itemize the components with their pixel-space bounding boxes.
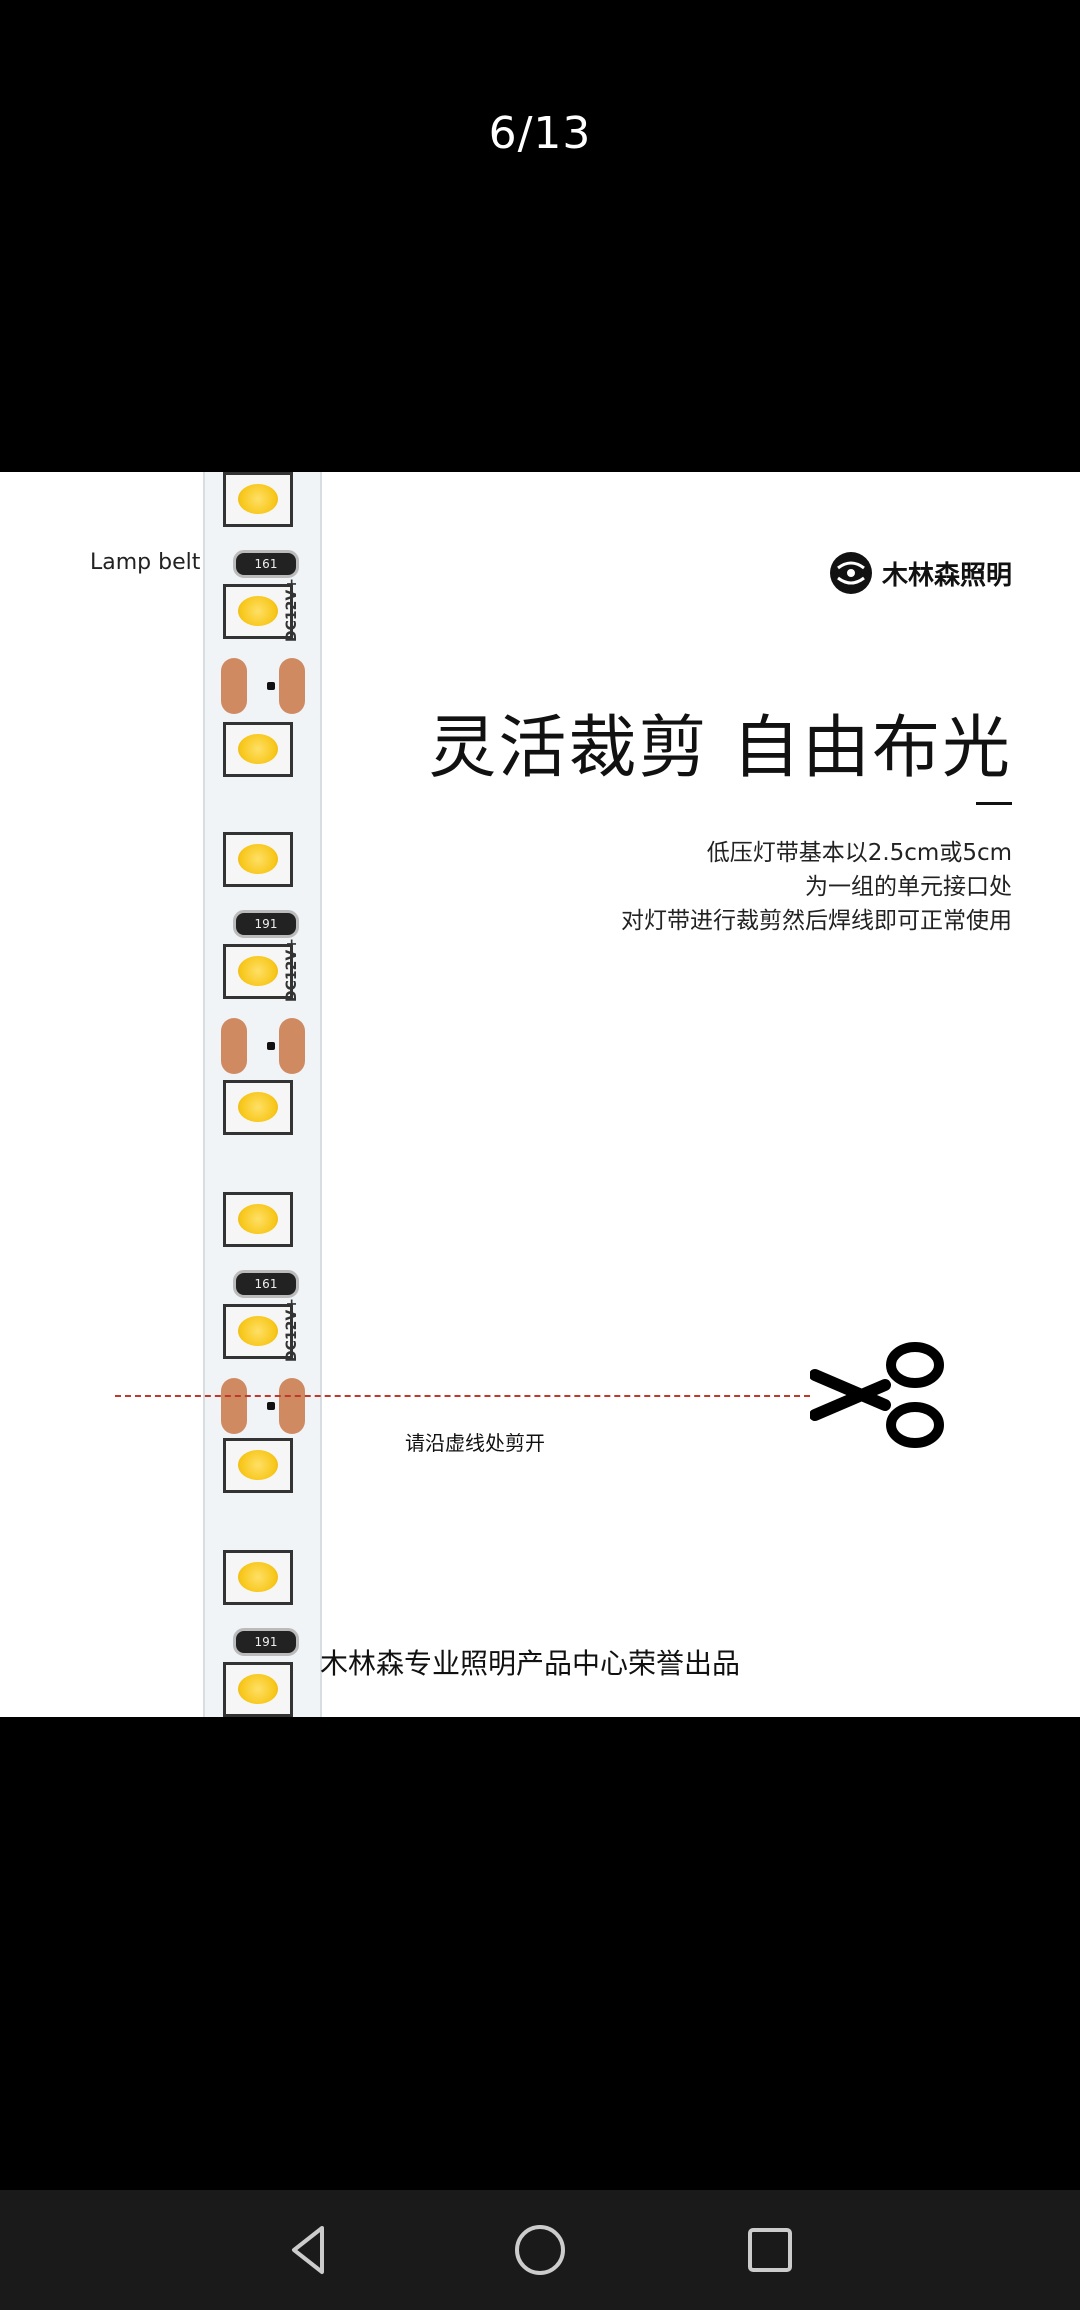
cut-hint: 请沿虚线处剪开 [405,1431,545,1455]
brand: 木林森照明 [828,550,1012,596]
solder-pad [279,1378,305,1434]
led-chip [223,1304,293,1359]
resistor: 191 [233,1628,299,1656]
solder-pad [279,1018,305,1074]
cut-line [115,1395,810,1397]
led-chip [223,1192,293,1247]
led-strip: 161 DC12V+ 191 DC12V+ 161 DC12V+ 191 [203,472,322,1717]
image-counter: 6/13 [488,108,592,159]
footer-text: 木林森专业照明产品中心荣誉出品 [320,1647,741,1680]
led-chip [223,1080,293,1135]
brand-logo-icon [829,552,872,594]
solder-pad [221,1378,247,1434]
led-chip [223,1550,293,1605]
description-line: 低压灯带基本以2.5cm或5cm [706,840,1012,866]
home-icon[interactable] [510,2220,570,2280]
voltage-label: DC12V+ [284,578,300,642]
led-chip [223,1662,293,1717]
product-image[interactable]: 161 DC12V+ 191 DC12V+ 161 DC12V+ 191 Lam… [0,472,1080,1717]
led-chip [223,472,293,527]
voltage-label: DC12V+ [284,938,300,1002]
solder-pad [221,658,247,714]
resistor: 191 [233,910,299,938]
recents-icon[interactable] [740,2220,800,2280]
divider [976,802,1012,805]
description: 低压灯带基本以2.5cm或5cm 为一组的单元接口处 对灯带进行裁剪然后焊线即可… [621,836,1012,938]
led-chip [223,832,293,887]
led-chip [223,584,293,639]
back-icon[interactable] [280,2220,340,2280]
pad-marker [267,682,275,690]
description-line: 对灯带进行裁剪然后焊线即可正常使用 [621,908,1012,934]
lamp-belt-label: Lamp belt [90,550,201,575]
voltage-label: DC12V+ [284,1298,300,1362]
system-navbar [0,2190,1080,2310]
led-chip [223,944,293,999]
scissors-icon [810,1342,944,1448]
brand-name: 木林森照明 [881,560,1012,591]
solder-pad [221,1018,247,1074]
resistor: 161 [233,1270,299,1298]
led-chip [223,722,293,777]
solder-pad [279,658,305,714]
pad-marker [267,1402,275,1410]
led-chip [223,1438,293,1493]
headline: 灵活裁剪 自由布光 [428,709,1012,788]
description-line: 为一组的单元接口处 [805,874,1012,900]
resistor: 161 [233,550,299,578]
pad-marker [267,1042,275,1050]
